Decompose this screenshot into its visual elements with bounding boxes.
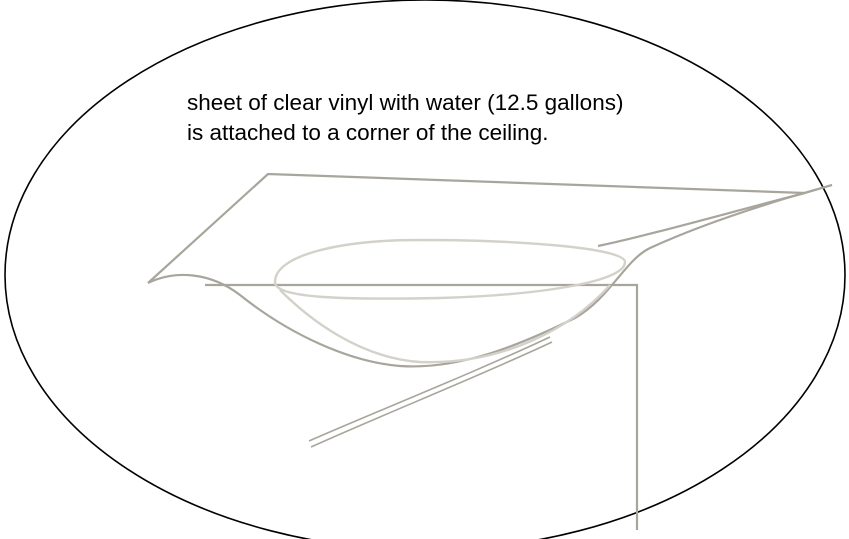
sketch-caption: sheet of clear vinyl with water (12.5 ga…	[187, 88, 747, 148]
corner-strap-inner	[310, 341, 553, 448]
corner-strap-outer	[308, 336, 551, 442]
caption-line-1: sheet of clear vinyl with water (12.5 ga…	[187, 90, 624, 115]
vinyl-sheet-top-edge	[147, 172, 806, 284]
water-pocket-rim	[273, 238, 627, 300]
oval-frame	[4, 0, 846, 539]
caption-line-2: is attached to a corner of the ceiling.	[187, 120, 549, 145]
water-pocket-belly	[279, 284, 611, 364]
vinyl-sheet-sag-curve	[147, 183, 833, 368]
ceiling-corner-line	[205, 283, 639, 530]
